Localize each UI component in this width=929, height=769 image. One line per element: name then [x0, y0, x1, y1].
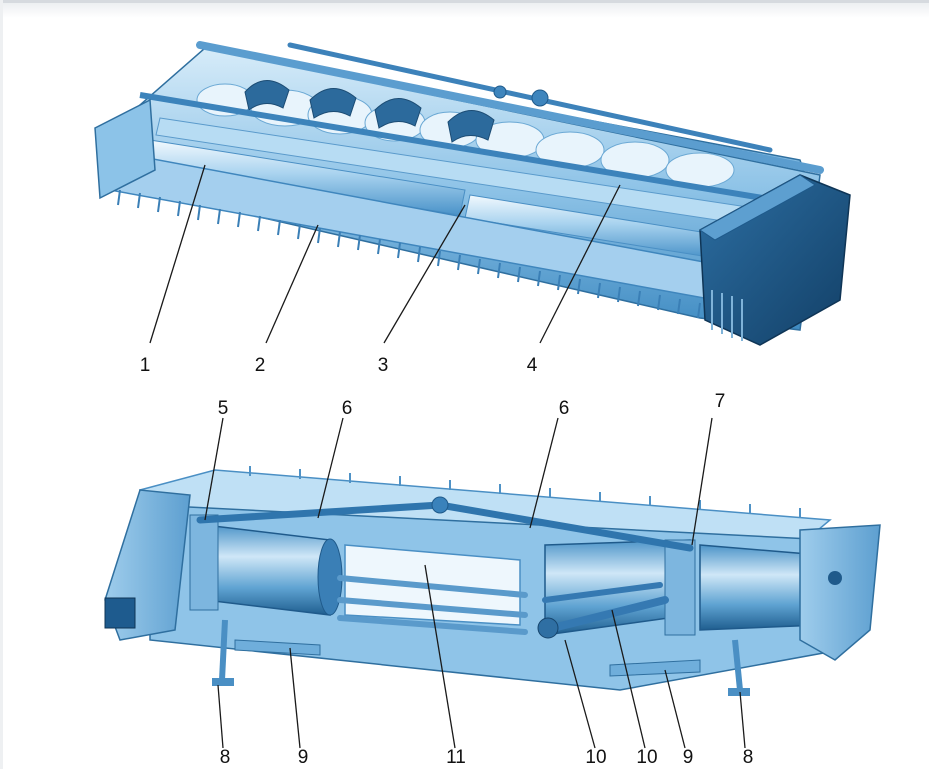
leader-5: [204, 417, 224, 521]
callout-3: 3: [377, 355, 389, 376]
leader-10b: [611, 609, 646, 749]
leader-6a: [317, 417, 344, 519]
callout-2: 2: [254, 355, 266, 376]
callout-6-left: 6: [341, 398, 353, 419]
leader-9a: [289, 647, 301, 749]
leader-2: [265, 224, 319, 344]
callout-7: 7: [714, 391, 726, 412]
callout-8-right: 8: [742, 747, 754, 768]
callout-9-left: 9: [297, 747, 309, 768]
leader-6b: [529, 417, 559, 529]
callout-8-left: 8: [219, 747, 231, 768]
callout-5: 5: [217, 398, 229, 419]
callout-11: 11: [446, 747, 466, 768]
upper-header-view: [94, 41, 851, 346]
leader-7: [691, 417, 713, 546]
leader-1: [149, 164, 206, 344]
callout-1: 1: [139, 355, 151, 376]
callout-10-left: 10: [585, 747, 607, 768]
leader-8a: [217, 684, 224, 749]
top-border: [0, 0, 929, 3]
leader-3: [383, 204, 466, 344]
leader-8b: [739, 691, 746, 749]
leader-4: [539, 184, 621, 344]
leader-11: [424, 564, 456, 749]
callout-10-right: 10: [636, 747, 658, 768]
callout-9-right: 9: [682, 747, 694, 768]
leader-lines: [149, 164, 746, 749]
lower-header-view: [104, 466, 881, 696]
callout-4: 4: [526, 355, 538, 376]
leader-10a: [564, 639, 596, 749]
left-border: [0, 0, 3, 769]
leader-9b: [664, 669, 686, 749]
callout-6-right: 6: [558, 398, 570, 419]
